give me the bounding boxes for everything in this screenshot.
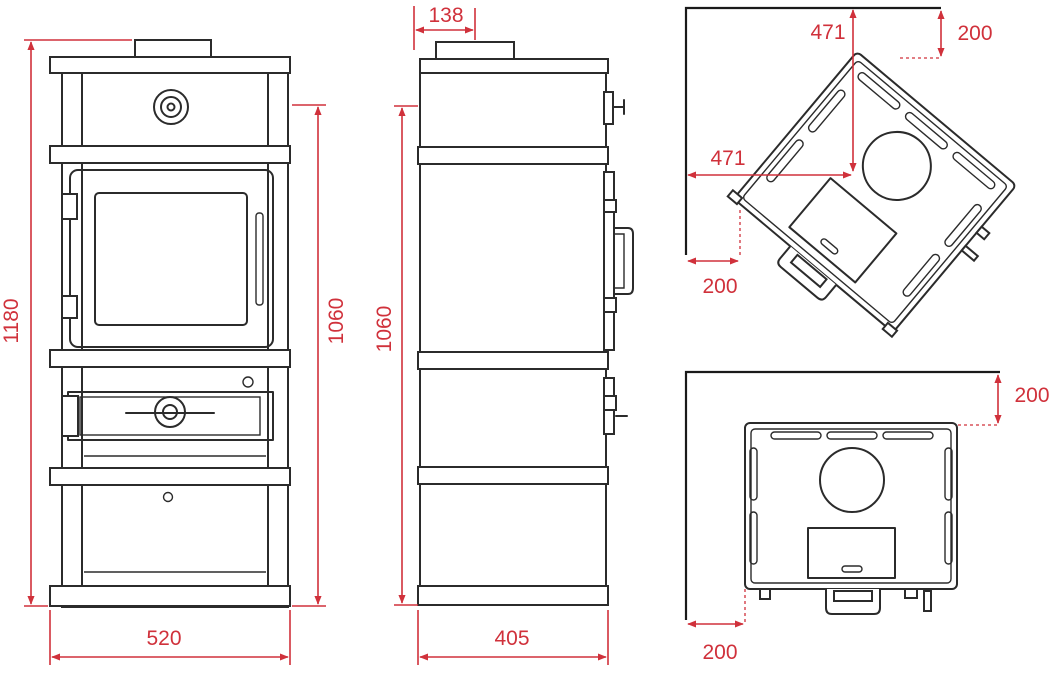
front-width-dimension: 520 (49, 610, 291, 665)
front-view: 520 1180 1060 (0, 39, 348, 665)
side-body-height-label: 1060 (373, 306, 396, 353)
corner-lid (788, 177, 898, 284)
corner-slot (857, 72, 901, 110)
wall-side-clearance-dimension: 200 (687, 620, 744, 664)
corner-slot (807, 89, 846, 133)
door-handle (255, 212, 264, 306)
ash-drawer (61, 376, 274, 457)
rotated-stove-plan (726, 52, 1016, 339)
front-total-height-dimension: 1180 (0, 39, 132, 607)
corner-side-clearance-label: 200 (702, 275, 737, 298)
corner-install-view: 471 471 200 200 (684, 6, 1016, 339)
corner-center-y-label: 471 (810, 21, 845, 44)
base-band (49, 585, 291, 607)
side-air-knob (603, 91, 625, 125)
side-depth-label: 405 (494, 627, 529, 650)
wall-slot (882, 431, 934, 440)
wall-slot (826, 431, 878, 440)
corner-side-knob (960, 244, 980, 263)
stove-body (61, 56, 289, 608)
wall-slot (944, 447, 953, 501)
upper-hinge (61, 193, 78, 220)
wall-side-clearance-label: 200 (702, 641, 737, 664)
air-control-knob (153, 89, 189, 125)
side-door-handle (613, 227, 634, 295)
wall-rear-clearance-dimension: 200 (994, 374, 1050, 424)
lower-hinge (61, 295, 78, 319)
side-drawer-knob (603, 377, 628, 435)
wall-slot (770, 431, 822, 440)
corner-hotplate (861, 130, 932, 201)
side-body-height-dimension: 1060 (373, 105, 418, 606)
front-width-label: 520 (146, 627, 181, 650)
band-middle (49, 349, 291, 368)
corner-rear-clearance-dimension: 200 (937, 10, 993, 57)
band-lower (49, 467, 291, 486)
side-band-middle (417, 351, 609, 370)
flue-collar (134, 39, 212, 58)
corner-slot (766, 139, 804, 183)
corner-slot (904, 111, 948, 150)
side-door-hinges (603, 171, 617, 351)
wall-rear-clearance-label: 200 (1014, 384, 1049, 407)
side-flue-offset-label: 138 (428, 4, 463, 27)
front-total-height-label: 1180 (0, 298, 23, 343)
side-flue-collar (435, 41, 515, 60)
corner-slot (944, 203, 982, 248)
wall-side-knob (923, 590, 932, 612)
drawer-latch (61, 395, 79, 437)
side-body (419, 58, 607, 606)
corner-rear-clearance-label: 200 (957, 22, 992, 45)
corner-side-clearance-dimension: 200 (687, 257, 739, 298)
side-base-band (417, 585, 609, 606)
corner-side-knob (975, 225, 991, 241)
corner-center-x-dimension: 471 (687, 147, 852, 179)
corner-slot (952, 151, 996, 190)
top-band (49, 56, 291, 74)
corner-walls (684, 6, 941, 255)
front-body-height-dimension: 1060 (292, 104, 348, 607)
corner-slot (902, 253, 941, 297)
band-upper (49, 145, 291, 164)
corner-center-y-dimension: 471 (810, 9, 857, 172)
wall-slot (944, 511, 953, 565)
side-depth-dimension: 405 (417, 610, 609, 665)
install-walls (684, 370, 1000, 620)
wall-foot (759, 588, 771, 600)
corner-center-x-label: 471 (710, 147, 745, 170)
side-band-lower (417, 466, 609, 485)
firebox-door (61, 169, 274, 348)
wall-slot (749, 447, 758, 501)
wall-install-view: 200 200 (684, 370, 1050, 664)
wall-foot (904, 588, 918, 599)
side-band-upper (417, 146, 609, 165)
drawer-screw (242, 376, 254, 388)
side-flue-offset-dimension: 138 (413, 4, 476, 50)
wall-slot (749, 511, 758, 565)
wall-lid (807, 527, 896, 579)
side-top-band (419, 58, 609, 74)
storage-knob (162, 491, 174, 503)
side-view: 138 1060 405 (373, 4, 634, 665)
wall-hotplate (819, 447, 885, 513)
front-body-height-label: 1060 (325, 298, 348, 345)
